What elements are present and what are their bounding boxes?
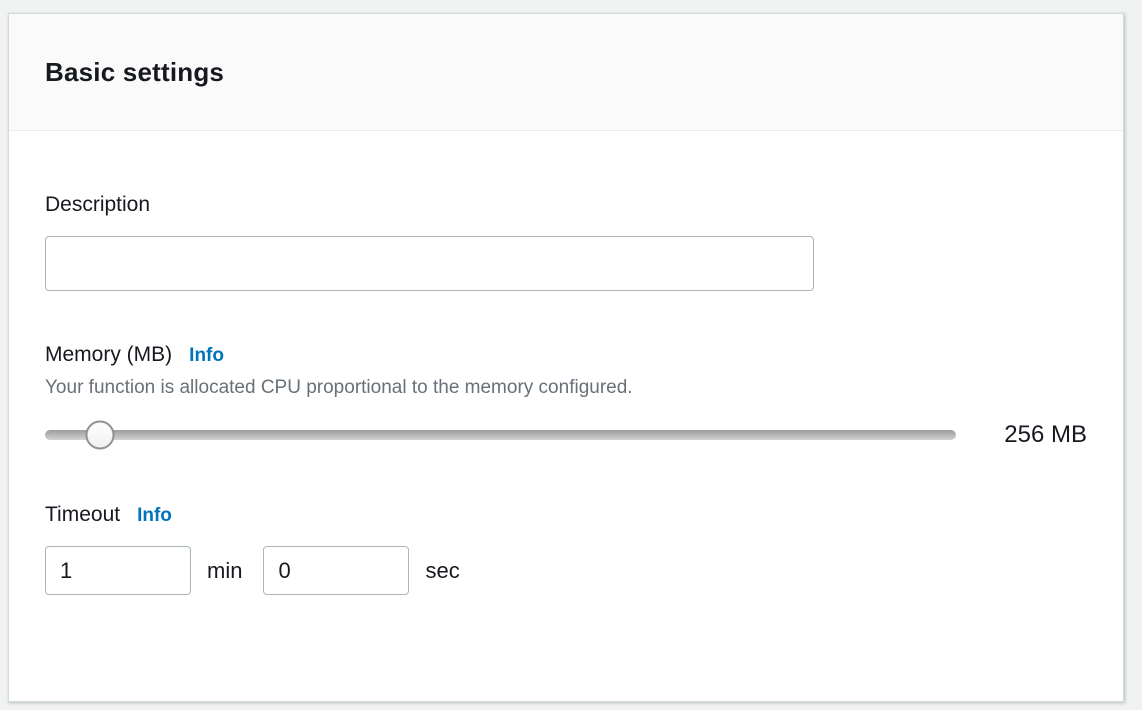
- memory-label-row: Memory (MB) Info: [45, 342, 1087, 367]
- memory-label: Memory (MB): [45, 343, 173, 367]
- card-header: Basic settings: [9, 14, 1123, 131]
- memory-field: Memory (MB) Info Your function is alloca…: [45, 342, 1087, 450]
- timeout-minutes-input[interactable]: [45, 546, 191, 596]
- basic-settings-card: Basic settings Description Memory (MB) I…: [8, 13, 1124, 702]
- panel-title: Basic settings: [45, 56, 225, 87]
- description-label: Description: [45, 193, 151, 216]
- memory-slider-row: 256 MB: [45, 420, 1087, 450]
- timeout-label: Timeout: [45, 503, 121, 527]
- description-field: Description: [45, 192, 1087, 292]
- memory-info-link[interactable]: Info: [189, 345, 224, 367]
- timeout-seconds-unit: sec: [425, 557, 460, 583]
- memory-slider-handle[interactable]: [85, 420, 115, 450]
- memory-helper-text: Your function is allocated CPU proportio…: [45, 377, 633, 399]
- timeout-info-link[interactable]: Info: [137, 505, 172, 527]
- timeout-label-row: Timeout Info: [45, 502, 1087, 527]
- timeout-inputs-row: min sec: [45, 546, 1087, 596]
- description-input[interactable]: [45, 236, 814, 292]
- memory-value-display: 256 MB: [1004, 420, 1087, 448]
- timeout-field: Timeout Info min sec: [45, 502, 1087, 596]
- timeout-seconds-input[interactable]: [263, 546, 410, 596]
- timeout-minutes-unit: min: [207, 557, 243, 583]
- card-body: Description Memory (MB) Info Your functi…: [9, 192, 1123, 596]
- memory-slider-track[interactable]: [45, 429, 956, 440]
- memory-slider[interactable]: [45, 420, 956, 450]
